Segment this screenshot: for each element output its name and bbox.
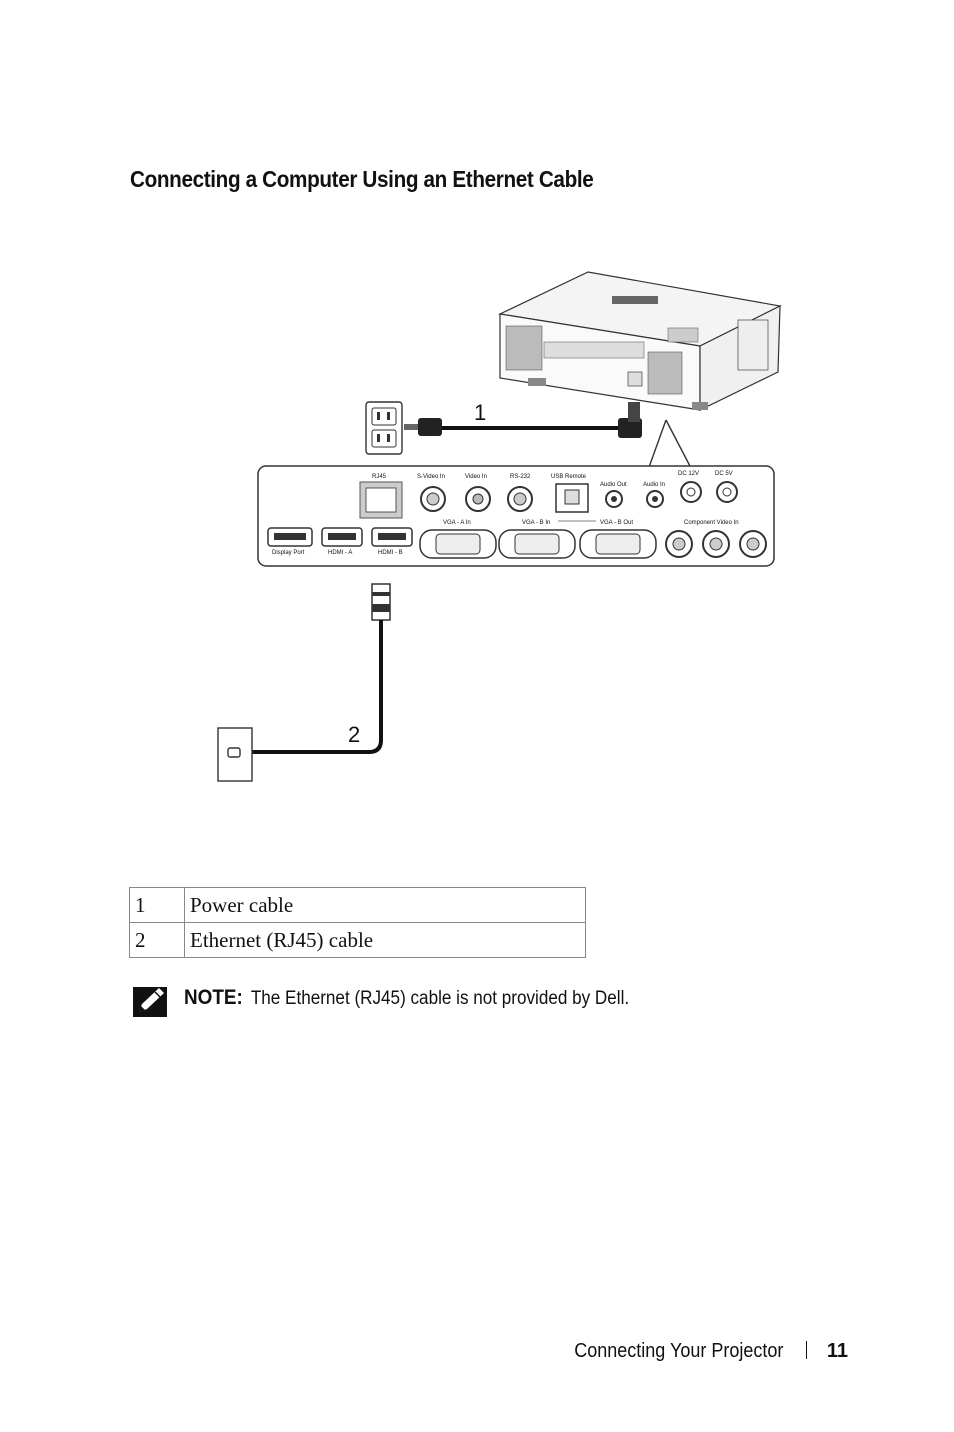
ethernet-cable (240, 583, 391, 754)
legend-table: 1 Power cable 2 Ethernet (RJ45) cable (129, 887, 586, 958)
port-label-vga-a-in: VGA - A In (443, 520, 471, 526)
port-label-video: Video In (465, 474, 487, 480)
footer-section-title: Connecting Your Projector (574, 1340, 784, 1362)
port-label-component: Component Video In (684, 520, 739, 526)
rear-panel (257, 465, 775, 567)
port-label-displayport: Display Port (272, 550, 305, 556)
power-outlet (365, 401, 403, 455)
port-label-vga-b-in: VGA - B In (522, 520, 550, 526)
callout-1-label: 1 (474, 400, 486, 425)
port-label-audio-out: Audio Out (600, 482, 627, 488)
port-label-dc5v: DC 5V (715, 471, 733, 477)
legend-number: 2 (129, 922, 185, 958)
note-pencil-icon (133, 987, 167, 1017)
note-text: NOTE: The Ethernet (RJ45) cable is not p… (184, 986, 629, 1010)
network-wall-jack (217, 727, 253, 782)
port-label-vga-b-out: VGA - B Out (600, 520, 633, 526)
page-number: 11 (826, 1340, 848, 1362)
callout-2-label: 2 (348, 722, 360, 747)
port-label-rj45: RJ45 (372, 474, 387, 480)
port-label-rs232: RS-232 (510, 474, 531, 480)
page-footer: Connecting Your Projector 11 (0, 1340, 848, 1363)
port-label-usb-remote: USB Remote (551, 474, 587, 480)
legend-row: 1 Power cable (129, 887, 586, 923)
legend-label: Power cable (184, 887, 586, 923)
legend-label: Ethernet (RJ45) cable (184, 922, 586, 958)
legend-row: 2 Ethernet (RJ45) cable (129, 922, 586, 958)
projector-illustration (498, 271, 782, 411)
note-body: The Ethernet (RJ45) cable is not provide… (250, 988, 630, 1009)
port-label-hdmi-b: HDMI - B (378, 550, 403, 556)
note-label: NOTE: (184, 986, 243, 1009)
port-label-hdmi-a: HDMI - A (328, 550, 352, 556)
port-label-audio-in: Audio In (643, 482, 665, 488)
page-title: Connecting a Computer Using an Ethernet … (130, 166, 594, 192)
port-label-dc12v: DC 12V (678, 471, 699, 477)
power-cable (404, 402, 642, 438)
footer-divider (805, 1341, 807, 1359)
connection-diagram: 1 (217, 271, 782, 782)
legend-number: 1 (129, 887, 185, 923)
port-label-svideo: S-Video In (417, 474, 445, 480)
